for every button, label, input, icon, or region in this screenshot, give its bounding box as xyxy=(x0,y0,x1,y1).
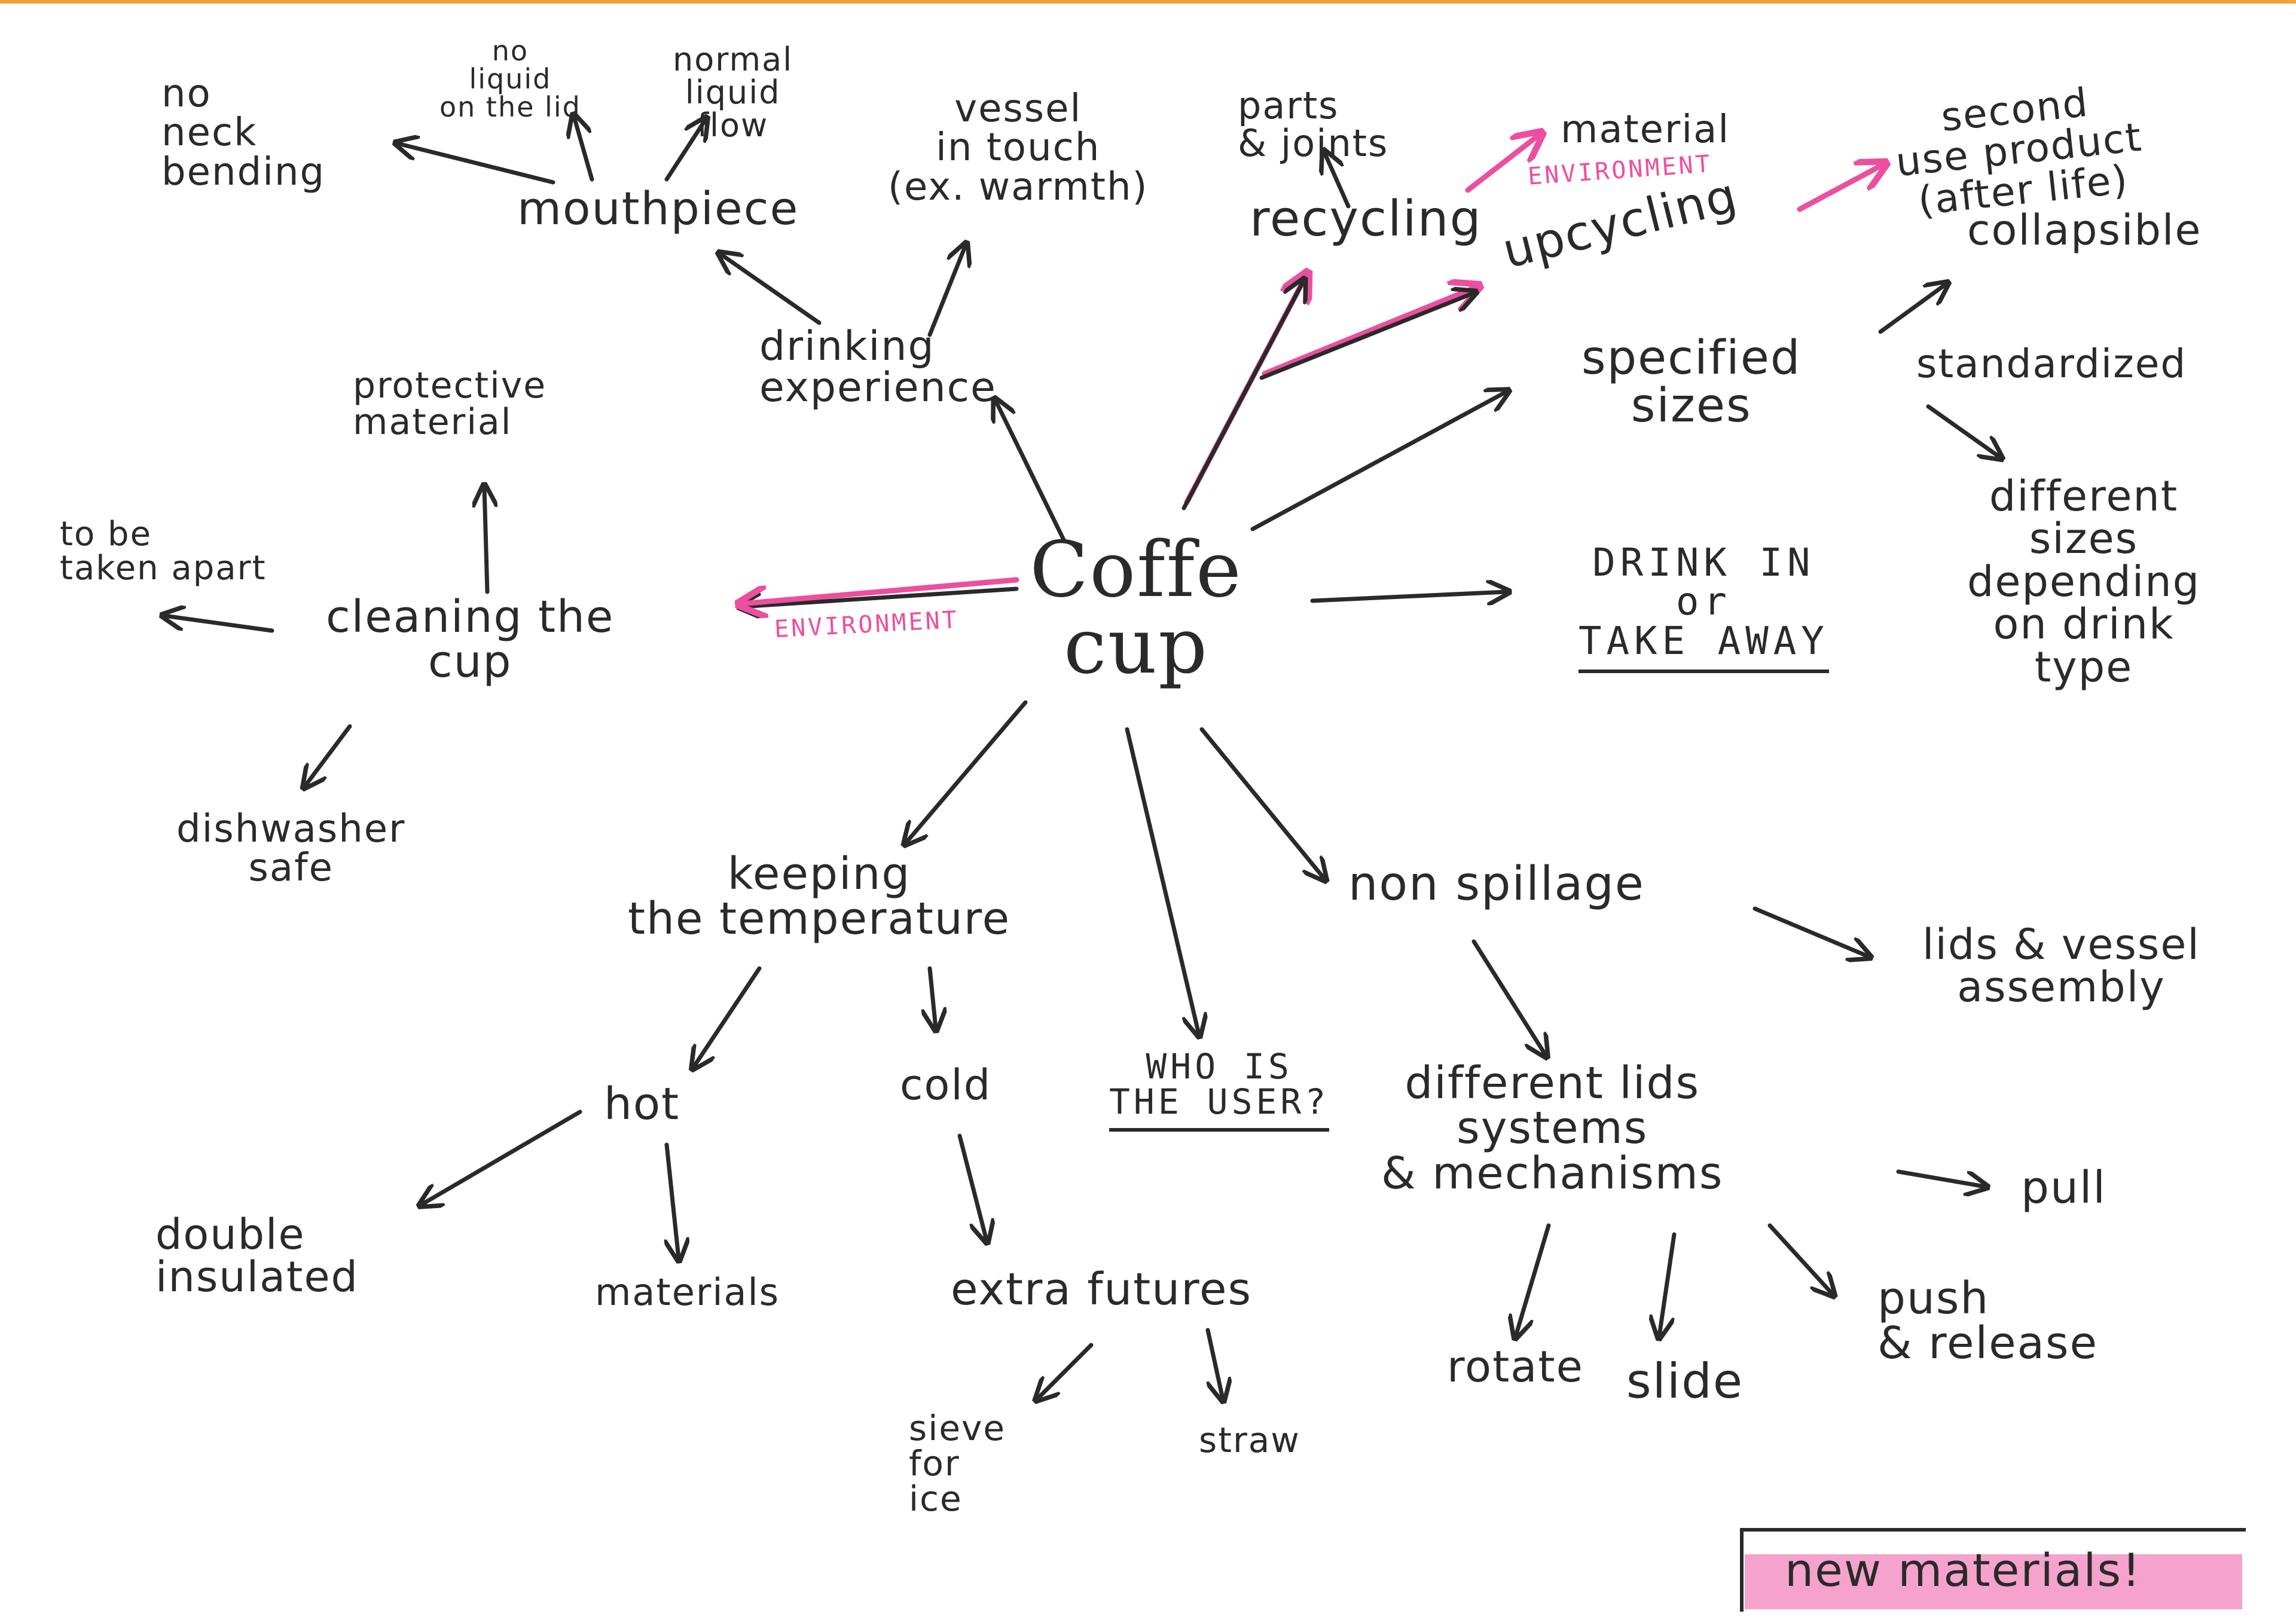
connector-center-recycling xyxy=(1181,281,1303,511)
connector-mechanisms-pull xyxy=(1896,1169,1985,1187)
node-cold: cold xyxy=(900,1060,992,1109)
node-rotate: rotate xyxy=(1447,1341,1584,1392)
node-drinking-experience: drinking experience xyxy=(759,323,997,412)
node-new-materials: new materials! xyxy=(1785,1543,2142,1597)
paper-sheet xyxy=(33,42,2263,1620)
node-specified-sizes: specified sizes xyxy=(1581,331,1802,433)
connector-extra-straw xyxy=(1205,1328,1223,1399)
node-vessel-in-touch: vessel in touch (ex. warmth) xyxy=(888,87,1149,209)
connector-center-cleaning xyxy=(741,586,1019,607)
connector-center-keeping xyxy=(906,700,1028,843)
connector-mouthpiece-flow xyxy=(664,120,706,182)
pink-connector-recycling-material xyxy=(1465,135,1540,193)
connector-cold-extra xyxy=(957,1133,987,1240)
connector-center-upcycling xyxy=(1259,293,1474,380)
connector-mouthpiece-liquid xyxy=(574,117,594,182)
node-push-release: push & release xyxy=(1877,1273,2099,1370)
node-straw: straw xyxy=(1199,1420,1300,1460)
node-second-use-product: second use product (after life) xyxy=(1894,79,2145,224)
node-sieve-for-ice: sieve for ice xyxy=(909,1408,1006,1520)
connector-spillage-lids xyxy=(1752,906,1868,956)
center-node-coffee-cup: Coffe cup xyxy=(1030,525,1242,691)
connector-hot-materials xyxy=(667,1142,679,1258)
node-to-be-taken-apart: to be taken apart xyxy=(60,515,267,588)
top-rule xyxy=(0,0,2296,4)
pink-connector-center-upcycling xyxy=(1262,287,1477,377)
connector-sizes-standardized xyxy=(1878,284,1946,334)
node-different-sizes: different sizes depending on drink type xyxy=(1967,472,2201,692)
connector-drinking-vessel xyxy=(927,245,966,337)
connector-center-drinkin xyxy=(1310,592,1507,601)
connector-center-who xyxy=(1125,727,1199,1034)
new-materials-highlight xyxy=(1745,1554,2242,1609)
connector-spillage-different xyxy=(1471,939,1546,1055)
connector-keeping-cold xyxy=(930,966,936,1028)
connector-cleaning-protective xyxy=(484,487,487,594)
connector-mechanisms-rotate xyxy=(1516,1223,1551,1336)
connector-extra-sieve xyxy=(1037,1343,1094,1399)
node-collapsible: collapsible xyxy=(1967,206,2202,255)
connector-center-sizes xyxy=(1250,392,1507,531)
node-protective-material: protective material xyxy=(353,365,547,444)
node-cleaning-the-cup: cleaning the cup xyxy=(326,591,615,688)
node-keeping-temperature: keeping the temperature xyxy=(628,848,1011,945)
new-materials-frame xyxy=(1740,1528,2246,1612)
node-drink-in-or-takeaway: DRINK IN or TAKE AWAY xyxy=(1578,543,1829,673)
node-parts-joints: parts & joints xyxy=(1238,84,1389,166)
node-materials: materials xyxy=(595,1270,780,1314)
connector-keeping-hot xyxy=(694,966,762,1067)
node-mouthpiece: mouthpiece xyxy=(517,182,799,235)
connector-drinking-mouthpiece xyxy=(720,254,822,325)
connector-sizes-different xyxy=(1926,404,2000,457)
node-normal-liquid-flow: normal liquid flow xyxy=(673,41,793,145)
node-hot: hot xyxy=(604,1078,680,1130)
node-extra-futures: extra futures xyxy=(951,1264,1253,1315)
node-who-is-the-user: WHO IS THE USER? xyxy=(1109,1049,1330,1132)
node-pull: pull xyxy=(2021,1162,2106,1214)
node-no-neck-bending: no neck bending xyxy=(161,72,326,194)
connector-hot-double xyxy=(422,1109,582,1205)
pink-connector-upcycling-second xyxy=(1797,164,1883,212)
node-non-spillage: non spillage xyxy=(1348,857,1645,911)
node-dishwasher-safe: dishwasher safe xyxy=(176,807,406,891)
connector-mechanisms-push xyxy=(1767,1223,1833,1294)
node-slide: slide xyxy=(1626,1353,1744,1409)
connector-cleaning-apart xyxy=(164,616,274,633)
node-standardized: standardized xyxy=(1916,341,2187,387)
connector-mouthpiece-neck xyxy=(398,143,555,185)
connector-center-spillage xyxy=(1199,727,1324,879)
node-no-liquid-on-lid: no liquid on the lid xyxy=(439,35,581,123)
connector-cleaning-dishwasher xyxy=(305,724,352,786)
connector-center-drinking xyxy=(996,401,1067,543)
node-lids-vessel-assembly: lids & vessel assembly xyxy=(1922,920,2200,1012)
node-different-lids-systems: different lids systems & mechanisms xyxy=(1381,1057,1724,1199)
node-recycling: recycling xyxy=(1250,191,1482,247)
node-material: material xyxy=(1561,108,1730,152)
connector-mechanisms-slide xyxy=(1659,1232,1677,1336)
pink-connector-center-cleaning xyxy=(741,577,1019,604)
connector-recycling-parts xyxy=(1324,152,1351,209)
node-double-insulated: double insulated xyxy=(155,1210,359,1302)
